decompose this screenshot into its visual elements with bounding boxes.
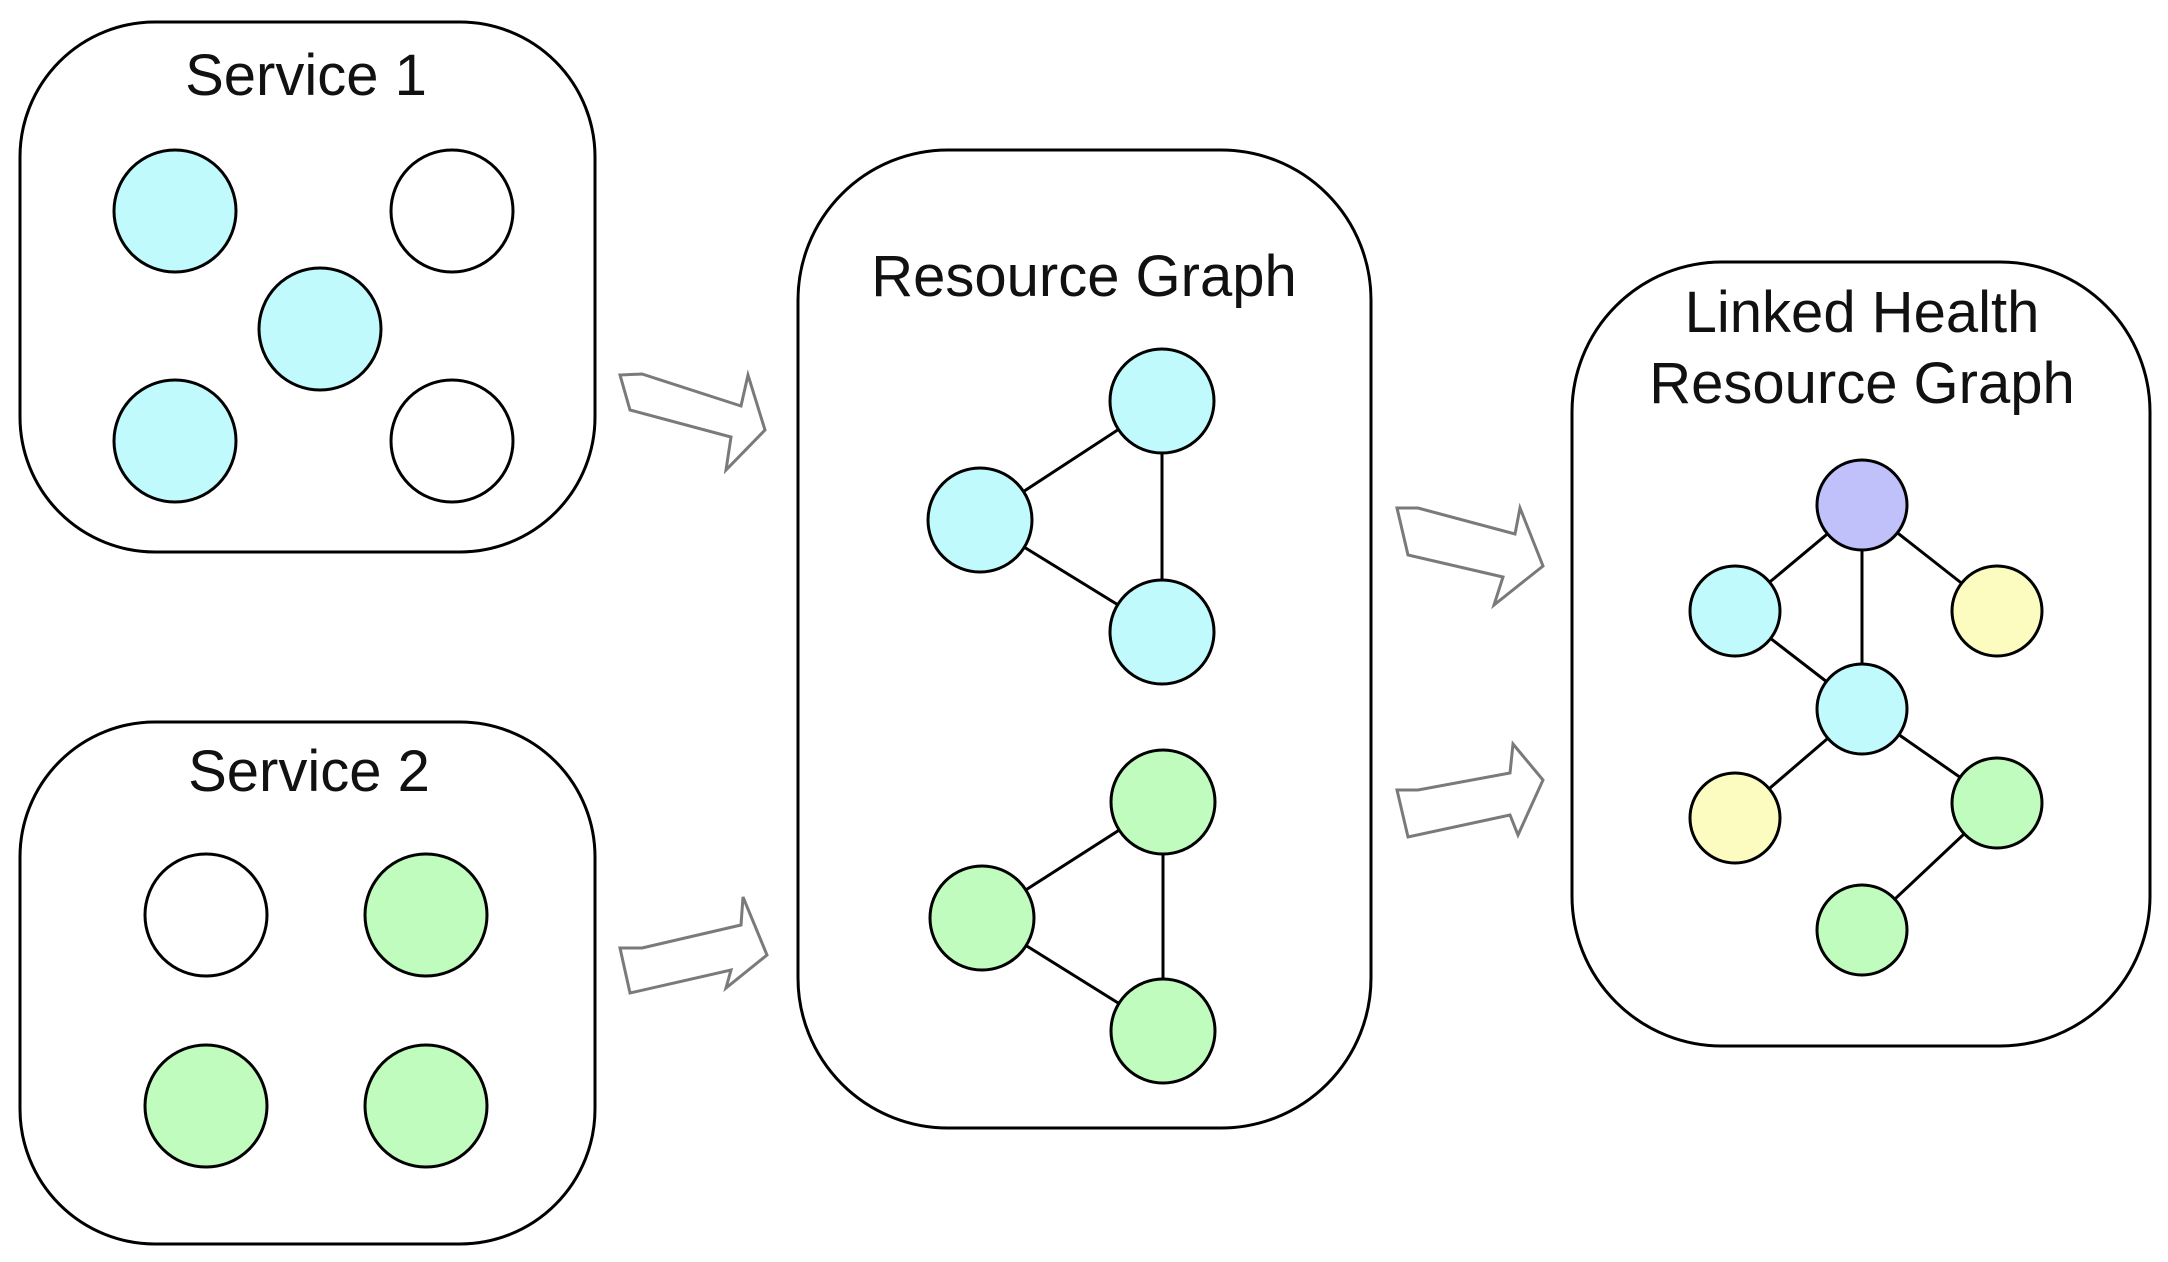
resource-graph-node: [1108, 347, 1216, 455]
service-2-node: [363, 852, 489, 978]
linked-graph-node: [1950, 564, 2044, 658]
service-2-node: [143, 852, 269, 978]
linked-health-graph-label-line1: Linked Health: [1685, 280, 2040, 345]
linked-graph-node: [1815, 458, 1909, 552]
linked-graph-node: [1950, 756, 2044, 850]
service-1-label: Service 1: [185, 43, 427, 108]
service-1-node: [389, 148, 515, 274]
arrow-right-icon: [618, 369, 767, 475]
linked-health-graph-group: Linked Health Resource Graph: [1570, 260, 2152, 1048]
resource-graph-node: [928, 864, 1036, 972]
arrow-right-icon: [1395, 740, 1545, 839]
service-1-group: Service 1: [18, 20, 597, 554]
resource-graph-node: [1108, 578, 1216, 686]
service-2-node: [363, 1043, 489, 1169]
resource-graph-node: [926, 466, 1034, 574]
service-2-node: [143, 1043, 269, 1169]
arrow-right-icon: [618, 896, 769, 995]
service-2-group: Service 2: [18, 720, 597, 1246]
service-1-node: [112, 378, 238, 504]
service-2-label: Service 2: [188, 739, 430, 804]
service-1-node: [112, 148, 238, 274]
service-1-node: [389, 378, 515, 504]
resource-graph-label: Resource Graph: [871, 244, 1297, 309]
service-1-node: [257, 266, 383, 392]
arrow-right-icon: [1395, 502, 1545, 610]
linked-graph-node: [1688, 771, 1782, 865]
linked-graph-node: [1815, 662, 1909, 756]
linked-graph-node: [1815, 883, 1909, 977]
linked-graph-node: [1688, 564, 1782, 658]
resource-graph-node: [1109, 748, 1217, 856]
resource-graph-group: Resource Graph: [796, 148, 1373, 1130]
linked-health-graph-label-line2: Resource Graph: [1649, 351, 2075, 416]
resource-graph-node: [1109, 977, 1217, 1085]
